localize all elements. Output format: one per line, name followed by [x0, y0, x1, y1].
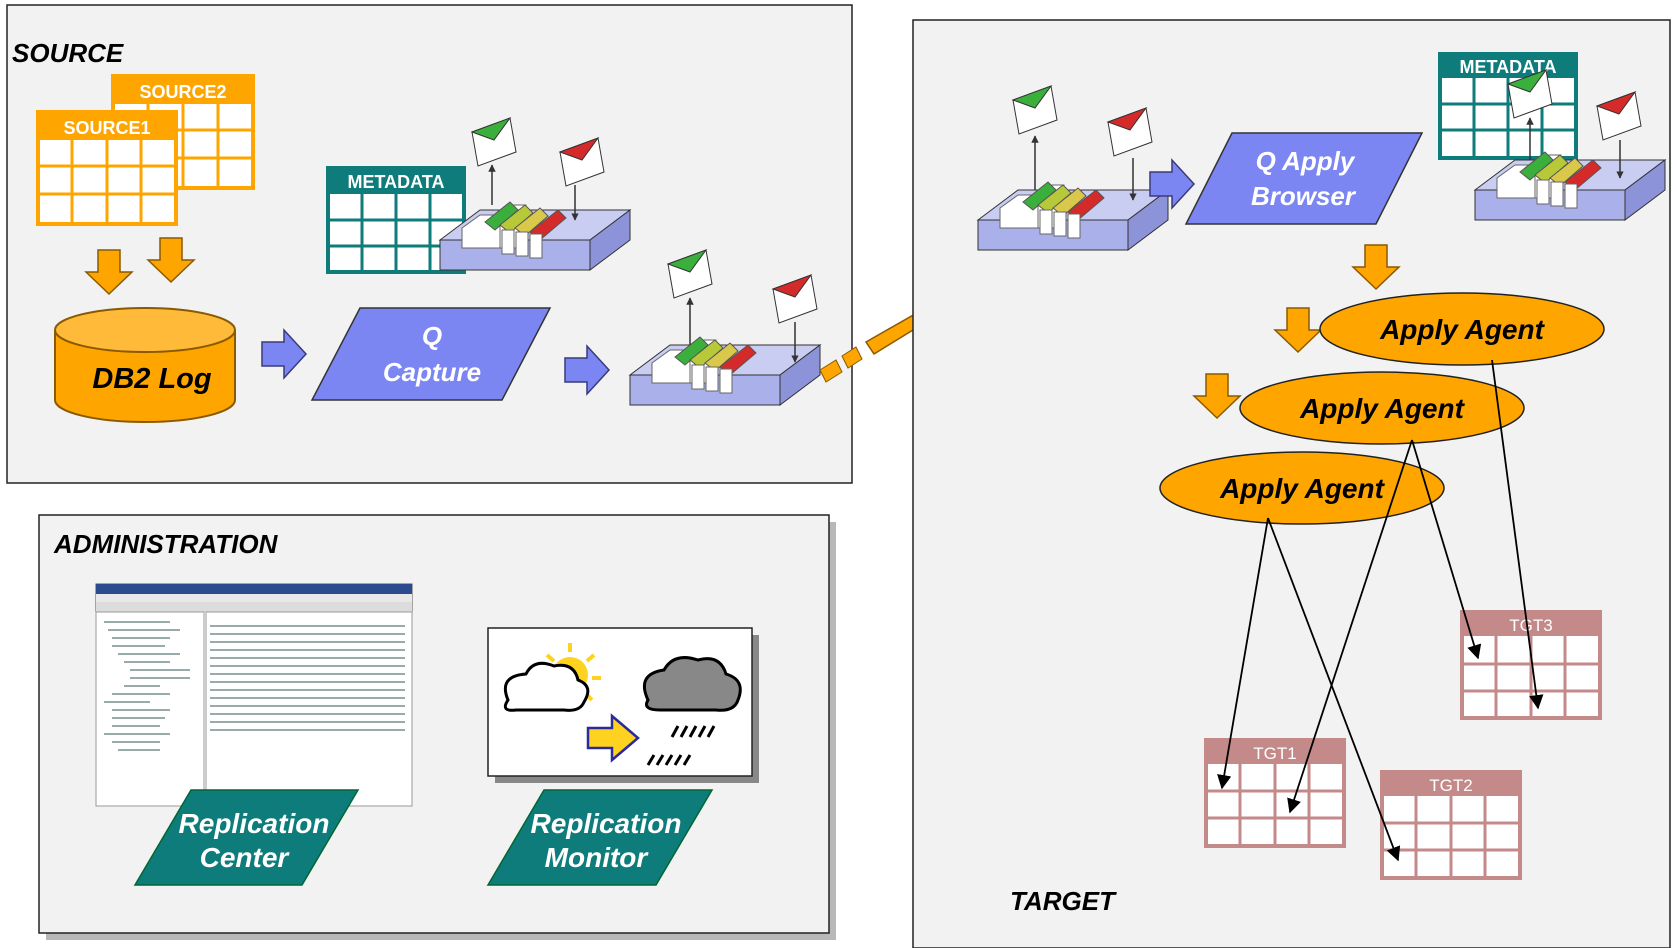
- source-title: SOURCE: [12, 38, 124, 68]
- replication-monitor-line2: Monitor: [545, 842, 650, 873]
- replication-center-box: Replication Center: [133, 789, 360, 886]
- replication-monitor-image: [487, 627, 759, 783]
- replication-center-line1: Replication: [179, 808, 330, 839]
- apply-agent-3-label: Apply Agent: [1219, 473, 1386, 504]
- q-capture-line1: Q: [422, 321, 442, 351]
- target-title: TARGET: [1010, 886, 1117, 916]
- target-metadata-table: METADATA: [1438, 52, 1578, 160]
- source-metadata-label: METADATA: [348, 172, 445, 192]
- source1-label: SOURCE1: [63, 118, 150, 138]
- source1-table: SOURCE1: [36, 110, 178, 226]
- q-capture-line2: Capture: [383, 357, 481, 387]
- agent-target-arrows: [1217, 359, 1544, 862]
- source2-label: SOURCE2: [139, 82, 226, 102]
- administration-title: ADMINISTRATION: [53, 529, 279, 559]
- replication-monitor-box: Replication Monitor: [486, 789, 714, 886]
- tgt2-table: TGT2: [1380, 770, 1522, 880]
- source-metadata-table: METADATA: [326, 166, 466, 274]
- q-capture-box: Q Capture: [310, 307, 552, 401]
- db2-log-cylinder: DB2 Log: [54, 307, 236, 423]
- apply-agent-1-label: Apply Agent: [1379, 314, 1546, 345]
- q-apply-browser-line1: Q Apply: [1256, 146, 1356, 176]
- source2-table: SOURCE2: [111, 74, 255, 190]
- tgt1-label: TGT1: [1253, 744, 1296, 763]
- replication-center-screenshot: [95, 583, 413, 807]
- target-metadata-label: METADATA: [1460, 57, 1557, 77]
- db2-log-label: DB2 Log: [92, 363, 212, 395]
- apply-agent-1: Apply Agent: [1319, 292, 1605, 366]
- apply-agent-2: Apply Agent: [1239, 371, 1525, 445]
- tgt3-label: TGT3: [1509, 616, 1552, 635]
- tgt2-label: TGT2: [1429, 776, 1472, 795]
- apply-agent-3: Apply Agent: [1159, 451, 1445, 525]
- cloud-icon: [503, 661, 590, 712]
- q-apply-browser-box: Q Apply Browser: [1184, 132, 1424, 225]
- right-arrow-icon: [586, 713, 640, 763]
- apply-agent-2-label: Apply Agent: [1299, 393, 1466, 424]
- rain-icon: [646, 725, 716, 766]
- replication-monitor-line1: Replication: [531, 808, 682, 839]
- replication-center-line2: Center: [200, 842, 291, 873]
- tgt3-table: TGT3: [1460, 610, 1602, 720]
- storm-cloud-icon: [643, 656, 742, 712]
- q-apply-browser-line2: Browser: [1251, 181, 1357, 211]
